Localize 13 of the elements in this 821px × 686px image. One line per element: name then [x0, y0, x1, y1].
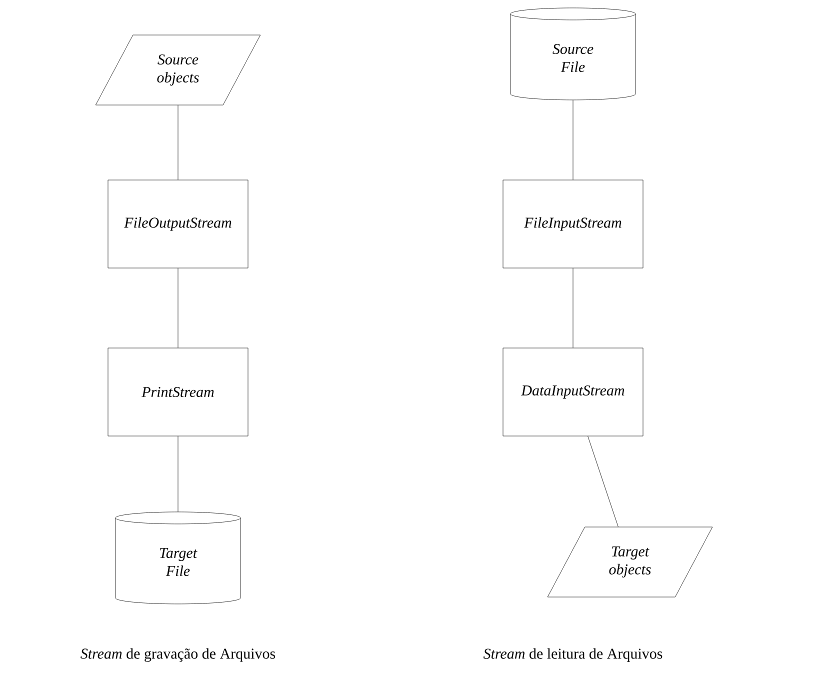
caption: Stream de leitura de Arquivos — [483, 648, 662, 662]
process-box: FileInputStream — [502, 180, 644, 268]
process-box: FileOutputStream — [108, 180, 248, 268]
data-parallelogram: Target objects — [547, 526, 713, 598]
process-box: DataInputStream — [502, 348, 644, 436]
connector-line — [572, 100, 574, 180]
storage-cylinder: Target File — [115, 512, 241, 604]
connector-line — [588, 436, 618, 527]
storage-cylinder: Source File — [510, 8, 636, 100]
data-parallelogram: Source objects — [95, 34, 261, 106]
caption: Stream de gravação de Arquivos — [80, 648, 276, 662]
process-box: PrintStream — [108, 348, 248, 436]
connector-line — [572, 268, 574, 348]
